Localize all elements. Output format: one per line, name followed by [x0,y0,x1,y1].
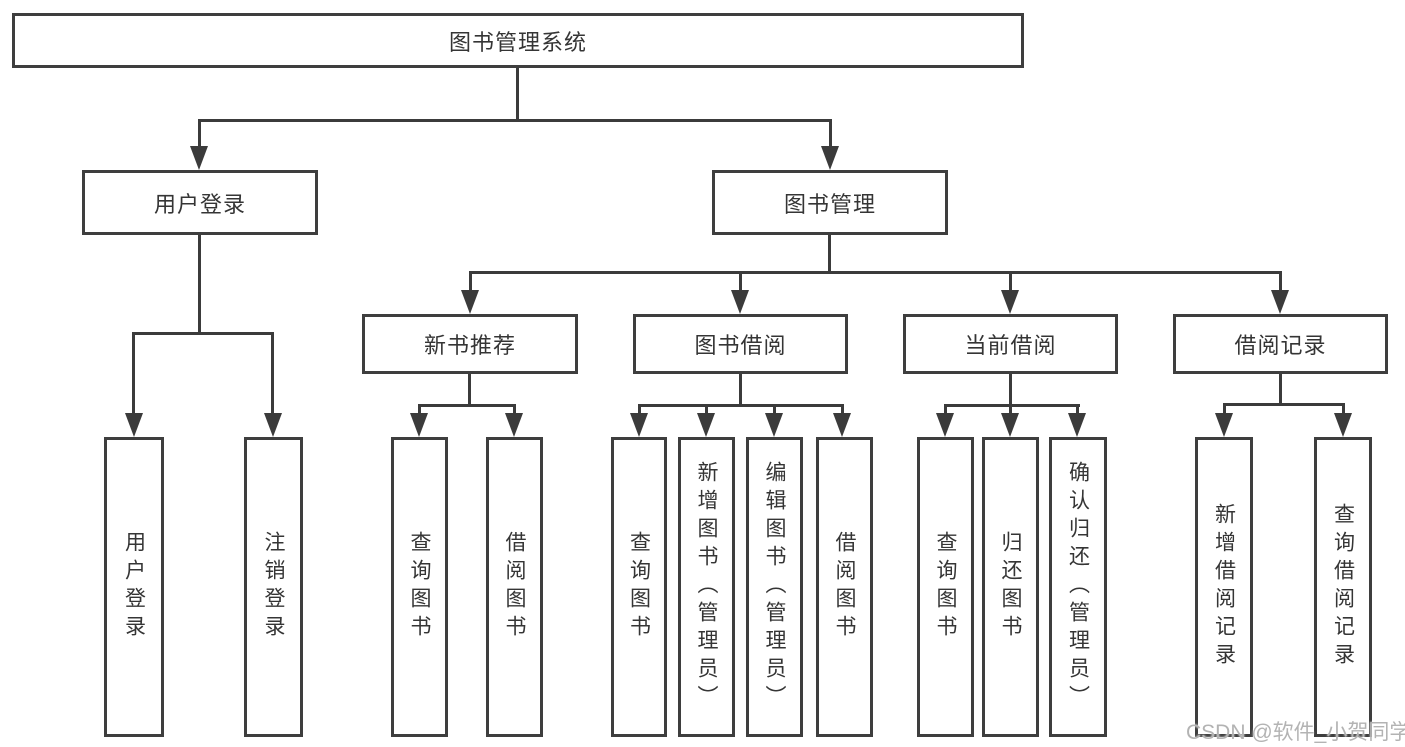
leaf-query-borrow-record: 查询借阅记录 [1314,437,1372,737]
connector-stem [516,68,519,121]
leaf-label: 归还图书 [999,531,1022,643]
arrowhead-down [936,413,954,437]
connector-bus [638,404,844,407]
leaf-query-books-recommend: 查询图书 [391,437,448,737]
arrowhead-down [1215,413,1233,437]
arrowhead-down [630,413,648,437]
arrowhead-down [125,413,143,437]
leaf-label: 注销登录 [262,531,285,643]
connector-stem [1342,403,1345,414]
leaf-label: 查询图书 [408,531,431,643]
node-label: 图书借阅 [694,333,787,358]
connector-stem [1009,374,1012,407]
connector-stem [1279,271,1282,293]
leaf-label: 借阅图书 [833,531,856,643]
arrowhead-down [505,413,523,437]
leaf-user-login: 用户登录 [104,437,164,737]
node-label: 当前借阅 [964,333,1057,358]
connector-stem [468,374,471,407]
leaf-label: 确认归还（管理员） [1066,461,1090,713]
leaf-query-books-borrow: 查询图书 [611,437,667,737]
connector-stem [132,332,135,413]
connector-stem [944,404,947,414]
leaf-borrow-books-recommend: 借阅图书 [486,437,543,737]
connector-bus [198,119,832,122]
connector-stem [1009,271,1012,293]
connector-stem [828,235,831,274]
node-borrow-records: 借阅记录 [1173,314,1388,374]
leaf-label: 编辑图书（管理员） [763,461,786,713]
node-label: 借阅记录 [1234,333,1327,358]
arrowhead-down [1271,290,1289,314]
arrowhead-down [1001,290,1019,314]
arrowhead-down [765,413,783,437]
csdn-watermark: CSDN @软件_小贺同学 [1186,721,1405,744]
node-library-system: 图书管理系统 [12,13,1024,68]
node-label: 用户登录 [153,191,246,217]
leaf-label: 借阅图书 [503,531,526,643]
connector-stem [469,271,472,293]
node-label: 图书管理系统 [448,29,587,55]
node-label: 图书管理 [783,191,876,217]
connector-stem [513,404,516,414]
connector-stem [739,374,742,407]
connector-stem [829,119,832,148]
connector-stem [739,271,742,293]
arrowhead-down [264,413,282,437]
node-user-login: 用户登录 [82,170,318,235]
arrowhead-down [821,146,839,170]
connector-bus [944,404,1080,407]
leaf-label: 用户登录 [122,531,146,643]
connector-stem [705,404,708,414]
connector-stem [198,119,201,148]
arrowhead-down [697,413,715,437]
connector-stem [271,332,274,413]
arrowhead-down [1334,413,1352,437]
connector-stem [1279,374,1282,406]
connector-stem [1009,404,1012,414]
leaf-logout: 注销登录 [244,437,303,737]
arrowhead-down [1068,413,1086,437]
leaf-query-books-current: 查询图书 [917,437,974,737]
connector-bus [418,404,516,407]
arrowhead-down [1001,413,1019,437]
leaf-label: 查询图书 [934,531,957,643]
leaf-label: 新增图书（管理员） [695,461,718,713]
connector-stem [638,404,641,414]
connector-stem [773,404,776,414]
arrowhead-down [410,413,428,437]
connector-bus [1223,403,1345,406]
leaf-return-books: 归还图书 [982,437,1039,737]
leaf-label: 查询借阅记录 [1331,503,1355,671]
connector-stem [1076,404,1079,414]
arrowhead-down [731,290,749,314]
node-current-borrow: 当前借阅 [903,314,1118,374]
leaf-confirm-return-admin: 确认归还（管理员） [1049,437,1107,737]
node-new-book-recommend: 新书推荐 [362,314,578,374]
leaf-edit-books-admin: 编辑图书（管理员） [746,437,803,737]
leaf-borrow-books: 借阅图书 [816,437,873,737]
connector-bus [469,271,1282,274]
node-label: 新书推荐 [423,333,516,358]
connector-stem [1223,403,1226,414]
arrowhead-down [190,146,208,170]
node-book-management: 图书管理 [712,170,948,235]
connector-stem [198,235,201,334]
connector-bus [132,332,274,335]
node-book-borrow: 图书借阅 [633,314,848,374]
leaf-label: 查询图书 [627,531,651,643]
leaf-label: 新增借阅记录 [1212,503,1236,671]
connector-stem [841,404,844,414]
arrowhead-down [833,413,851,437]
connector-stem [418,404,421,414]
leaf-add-borrow-record: 新增借阅记录 [1195,437,1253,737]
leaf-add-books-admin: 新增图书（管理员） [678,437,735,737]
arrowhead-down [461,290,479,314]
